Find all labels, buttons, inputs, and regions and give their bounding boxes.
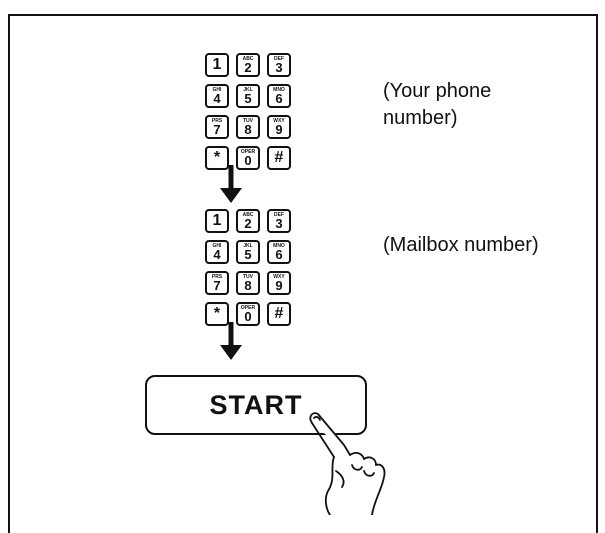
- keypad-key-letters: JKL: [243, 87, 253, 93]
- keypad-key-digit: #: [274, 305, 284, 322]
- keypad-key-letters: WXY: [273, 118, 285, 124]
- keypad-key-digit: 0: [244, 153, 252, 168]
- keypad-key-digit: 9: [275, 122, 283, 137]
- keypad-key-hash: #: [267, 146, 291, 170]
- keypad-key-letters: WXY: [273, 274, 285, 280]
- keypad-key-letters: MNO: [273, 243, 285, 249]
- keypad-key-digit: *: [213, 149, 221, 166]
- keypad-key-digit: *: [213, 305, 221, 322]
- keypad-key-digit: 4: [213, 247, 221, 262]
- keypad-key-star: *: [205, 302, 229, 326]
- keypad-key-letters: ABC: [242, 212, 254, 218]
- start-button[interactable]: START: [145, 375, 367, 435]
- keypad-key-1: 1: [205, 209, 229, 233]
- keypad-key-letters: TUV: [243, 118, 253, 124]
- keypad-key-digit: 3: [275, 60, 283, 75]
- keypad-key-digit: 1: [212, 212, 222, 229]
- diagram-frame: [8, 14, 598, 533]
- keypad-key-digit: 7: [213, 122, 221, 137]
- keypad-key-letters: OPER: [240, 149, 256, 155]
- keypad-key-digit: 0: [244, 309, 252, 324]
- keypad-key-digit: 8: [244, 278, 252, 293]
- keypad-key-1: 1: [205, 53, 229, 77]
- down-arrow-icon: [220, 165, 242, 203]
- keypad-key-digit: 2: [244, 216, 252, 231]
- keypad-key-digit: 9: [275, 278, 283, 293]
- keypad-key-digit: 1: [212, 56, 222, 73]
- caption-your-phone-number: (Your phone number): [383, 78, 491, 132]
- keypad-key-letters: TUV: [243, 274, 253, 280]
- keypad-key-letters: GHI: [212, 87, 222, 93]
- keypad-key-digit: 3: [275, 216, 283, 231]
- keypad-key-letters: JKL: [243, 243, 253, 249]
- keypad-key-letters: PRS: [211, 118, 223, 124]
- keypad-key-letters: ABC: [242, 56, 254, 62]
- keypad-key-letters: PRS: [211, 274, 223, 280]
- keypad-key-digit: 7: [213, 278, 221, 293]
- keypad-key-digit: 6: [275, 247, 283, 262]
- keypad-key-hash: #: [267, 302, 291, 326]
- start-button-label: START: [209, 389, 303, 420]
- pointing-hand-icon: [309, 412, 386, 515]
- keypad-key-digit: 5: [244, 91, 252, 106]
- caption-mailbox-text: (Mailbox number): [383, 234, 539, 256]
- keypad-key-star: *: [205, 146, 229, 170]
- keypad-key-letters: OPER: [240, 305, 256, 311]
- keypad-key-digit: 8: [244, 122, 252, 137]
- caption-line-2: number): [383, 107, 458, 129]
- caption-line-1: (Your phone: [383, 80, 492, 102]
- caption-mailbox-number: (Mailbox number): [383, 232, 539, 259]
- keypad-key-letters: GHI: [212, 243, 222, 249]
- keypad-key-digit: #: [274, 149, 284, 166]
- keypad-key-letters: MNO: [273, 87, 285, 93]
- keypad-key-letters: DEF: [274, 212, 284, 218]
- keypad-key-letters: DEF: [274, 56, 284, 62]
- down-arrow-icon: [220, 322, 242, 360]
- keypad-key-digit: 6: [275, 91, 283, 106]
- keypad-key-digit: 2: [244, 60, 252, 75]
- keypad-key-digit: 4: [213, 91, 221, 106]
- keypad-key-digit: 5: [244, 247, 252, 262]
